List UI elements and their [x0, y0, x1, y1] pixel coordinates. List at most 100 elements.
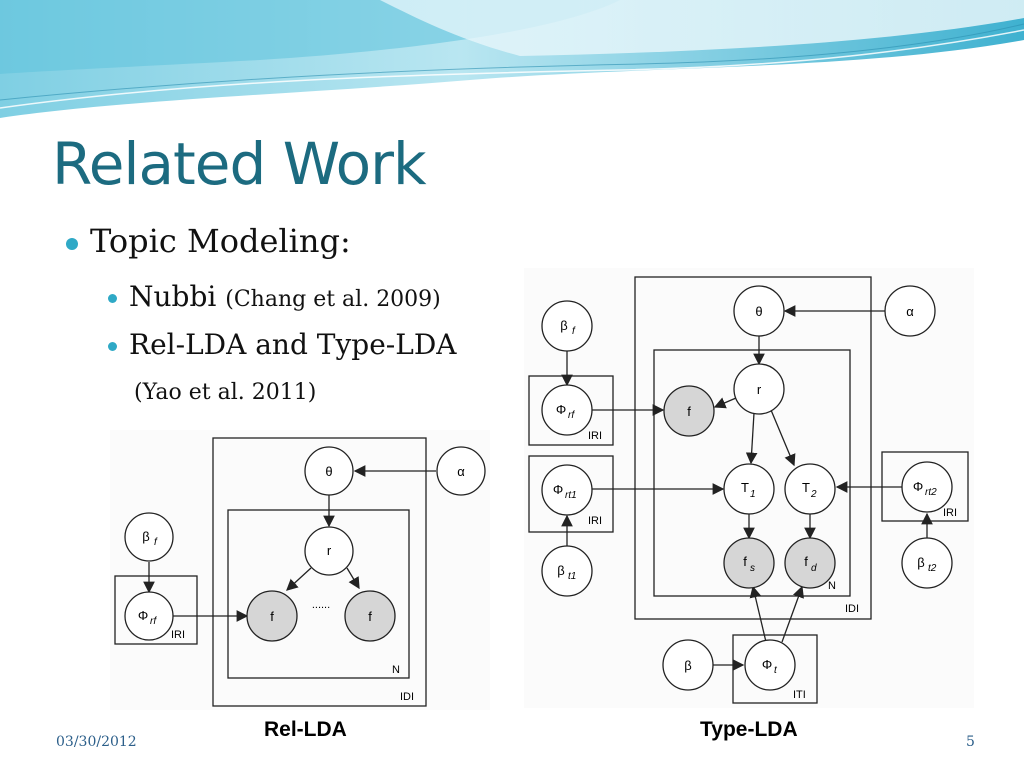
node-theta: θ	[304, 446, 354, 496]
node-beta-f-subscript: f	[154, 537, 158, 548]
node-phi-rt2: Φ rt2	[901, 461, 953, 513]
node-fs: f s	[723, 537, 775, 589]
bullet-dot	[108, 294, 117, 303]
edge-r-t1	[745, 412, 758, 465]
edge-phi-t-fd	[781, 585, 804, 643]
node-phi-rt1-subscript: rt1	[565, 490, 577, 501]
node-phi-rf-label: Φ	[138, 608, 148, 623]
type-lda-caption: Type-LDA	[700, 718, 798, 741]
node-beta-f-label: β	[560, 318, 567, 333]
node-theta-label: θ	[755, 304, 762, 319]
node-r-label: r	[757, 382, 762, 397]
node-f: f	[663, 385, 715, 437]
node-f-label: f	[687, 404, 691, 419]
node-phi-t-label: Φ	[762, 657, 772, 672]
plate-label-relations-rf: IRI	[588, 430, 602, 442]
node-t2: T 2	[784, 463, 836, 515]
header-wave-decoration	[0, 0, 1024, 118]
node-phi-rf: Φ rf	[541, 384, 593, 436]
edge-r-f-right	[346, 567, 360, 590]
node-beta-f-label: β	[142, 529, 149, 544]
node-t1: T 1	[723, 463, 775, 515]
plate-documents	[634, 276, 872, 620]
bullet-topic-modeling: Topic Modeling:	[66, 222, 351, 260]
bullet-citation: (Yao et al. 2011)	[134, 380, 317, 405]
node-theta-label: θ	[325, 464, 332, 479]
plate-label-tuples: N	[392, 664, 400, 676]
node-phi-rt2-label: Φ	[913, 479, 923, 494]
node-phi-t-subscript: t	[774, 665, 778, 676]
plate-label-relations: IRI	[171, 629, 185, 641]
bullet-citation: (Chang et al. 2009)	[225, 287, 441, 312]
edge-r-t2	[770, 409, 796, 467]
plate-label-documents: IDI	[400, 691, 414, 703]
node-beta-t2: β t2	[901, 537, 953, 589]
plate-documents	[212, 437, 427, 707]
node-beta: β	[662, 639, 714, 691]
bullet-text: Topic Modeling:	[90, 222, 351, 260]
bullet-dot	[66, 237, 78, 250]
rel-lda-caption: Rel-LDA	[264, 718, 347, 741]
node-r-label: r	[327, 543, 332, 558]
node-f-left: f	[246, 590, 298, 642]
edge-r-f-left	[286, 567, 312, 591]
plate-relations-rt1	[528, 455, 614, 533]
plate-label-relations-rt1: IRI	[588, 515, 602, 527]
slide-title: Related Work	[52, 130, 427, 198]
node-beta-f: β f	[541, 300, 593, 352]
node-theta: θ	[733, 285, 785, 337]
node-t1-subscript: 1	[750, 489, 756, 500]
plate-label-relations-rt2: IRI	[943, 507, 957, 519]
node-fs-label: f	[743, 554, 747, 569]
node-phi-rf-subscript: rf	[568, 410, 575, 421]
node-beta-t1: β t1	[541, 545, 593, 597]
node-phi-rt1-label: Φ	[553, 482, 563, 497]
node-beta-t2-subscript: t2	[928, 563, 937, 574]
node-fd-label: f	[804, 554, 808, 569]
node-r: r	[304, 526, 354, 576]
node-phi-t: Φ t	[744, 639, 796, 691]
bullet-text: Rel-LDA and Type-LDA	[129, 328, 457, 361]
slide-page-number: 5	[966, 734, 975, 750]
node-t1-label: T	[741, 480, 749, 495]
ellipsis-label: ......	[312, 599, 330, 611]
plate-label-types: ITI	[793, 689, 806, 701]
node-alpha: α	[884, 285, 936, 337]
node-phi-rt2-subscript: rt2	[925, 487, 937, 498]
type-lda-graph: IDI N IRI IRI IRI ITI θ	[528, 276, 969, 704]
node-fd-subscript: d	[811, 563, 817, 574]
node-f-right-label: f	[368, 609, 372, 624]
node-alpha-label: α	[457, 464, 465, 479]
node-t2-label: T	[802, 480, 810, 495]
plate-label-tuples: N	[828, 580, 836, 592]
node-alpha-label: α	[906, 304, 914, 319]
plate-relations	[114, 575, 198, 645]
plate-tuples	[227, 509, 410, 679]
node-t2-subscript: 2	[810, 489, 817, 500]
edge-phi-t-fs	[749, 585, 767, 643]
node-fd: f d	[784, 537, 836, 589]
node-beta-f-subscript: f	[572, 326, 576, 337]
rel-lda-graph: IDI N IRI θ α β f Φ rf	[114, 437, 486, 707]
node-phi-rf-subscript: rf	[150, 616, 157, 627]
bullet-rel-type-lda: Rel-LDA and Type-LDA	[108, 328, 457, 361]
node-alpha: α	[436, 446, 486, 496]
node-phi-rt1: Φ rt1	[541, 464, 593, 516]
bullet-nubbi: Nubbi (Chang et al. 2009)	[108, 280, 441, 313]
node-f-right: f	[344, 590, 396, 642]
node-beta-label: β	[684, 658, 691, 673]
type-lda-diagram: IDI N IRI IRI IRI ITI θ	[524, 268, 974, 708]
node-fs-subscript: s	[750, 563, 755, 574]
bullet-text: Nubbi	[129, 280, 226, 313]
node-f-left-label: f	[270, 609, 274, 624]
node-r: r	[733, 363, 785, 415]
rel-lda-diagram: IDI N IRI θ α β f Φ rf	[110, 430, 490, 710]
node-phi-rf: Φ rf	[124, 591, 174, 641]
node-beta-t1-subscript: t1	[568, 571, 576, 582]
node-beta-t1-label: β	[557, 563, 564, 578]
node-beta-f: β f	[124, 512, 174, 562]
node-phi-rf-label: Φ	[556, 402, 566, 417]
slide-date: 03/30/2012	[56, 734, 137, 750]
node-beta-t2-label: β	[917, 555, 924, 570]
edge-r-f	[713, 397, 737, 409]
